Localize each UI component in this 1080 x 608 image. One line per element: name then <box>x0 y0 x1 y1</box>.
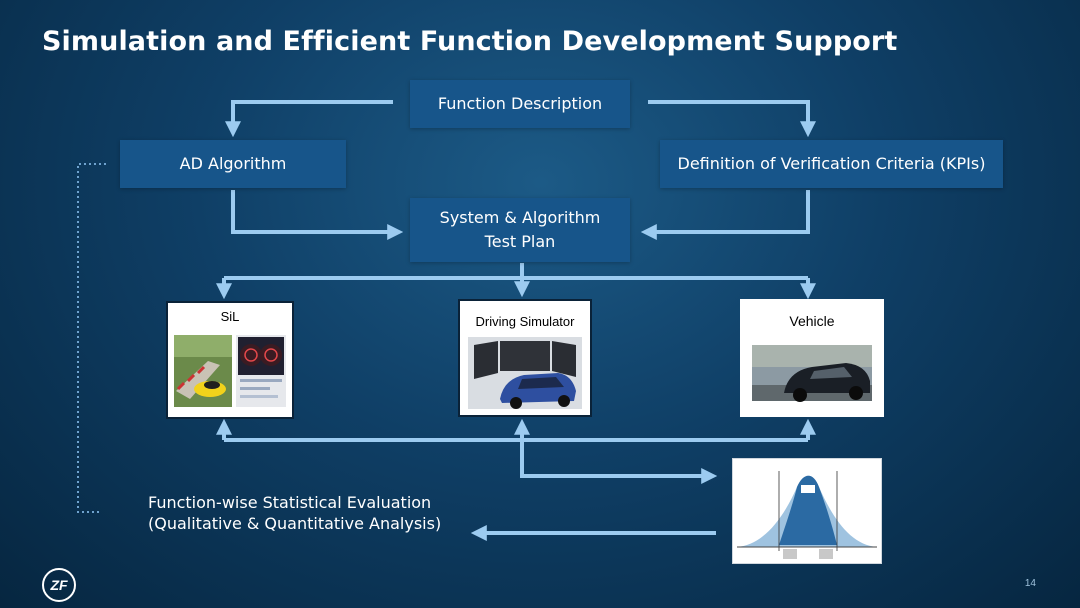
arrow-bus-to-statistics <box>520 440 718 484</box>
vehicle-panel: Vehicle <box>740 299 884 417</box>
slide-title: Simulation and Efficient Function Develo… <box>42 26 898 57</box>
zf-logo: ZF <box>42 568 76 602</box>
test-plan-label-line1: System & Algorithm <box>439 208 601 227</box>
arrow-desc-to-algorithm <box>225 100 393 138</box>
driving-simulator-panel: Driving Simulator <box>458 299 592 417</box>
evaluation-line1: Function-wise Statistical Evaluation <box>148 493 432 512</box>
function-description-label: Function Description <box>437 94 603 113</box>
evaluation-line2: (Qualitative & Quantitative Analysis) <box>148 514 442 533</box>
ad-algorithm-box: AD Algorithm <box>120 140 346 188</box>
sil-label: SiL <box>220 309 240 324</box>
dotted-feedback-loop <box>77 163 106 513</box>
page-number: 14 <box>1024 578 1036 589</box>
vehicle-label: Vehicle <box>789 313 835 329</box>
verification-criteria-box: Definition of Verification Criteria (KPI… <box>660 140 1003 188</box>
statistics-distribution-image <box>732 458 882 564</box>
driving-simulator-image <box>468 337 582 409</box>
driving-simulator-label: Driving Simulator <box>475 314 575 329</box>
evaluation-text: Function-wise Statistical Evaluation (Qu… <box>148 492 441 534</box>
verification-criteria-label: Definition of Verification Criteria (KPI… <box>677 154 986 173</box>
function-description-box: Function Description <box>410 80 630 128</box>
sil-panel: SiL <box>166 301 294 419</box>
vehicle-image <box>752 345 872 402</box>
arrow-algorithm-to-testplan <box>231 190 404 240</box>
arrow-kpis-to-testplan <box>640 190 810 240</box>
test-plan-label-line2: Test Plan <box>484 232 556 251</box>
arrow-desc-to-kpis <box>648 100 816 138</box>
ad-algorithm-label: AD Algorithm <box>179 154 287 173</box>
sil-screenshots-image <box>174 335 286 407</box>
test-plan-box: System & Algorithm Test Plan <box>410 198 630 262</box>
